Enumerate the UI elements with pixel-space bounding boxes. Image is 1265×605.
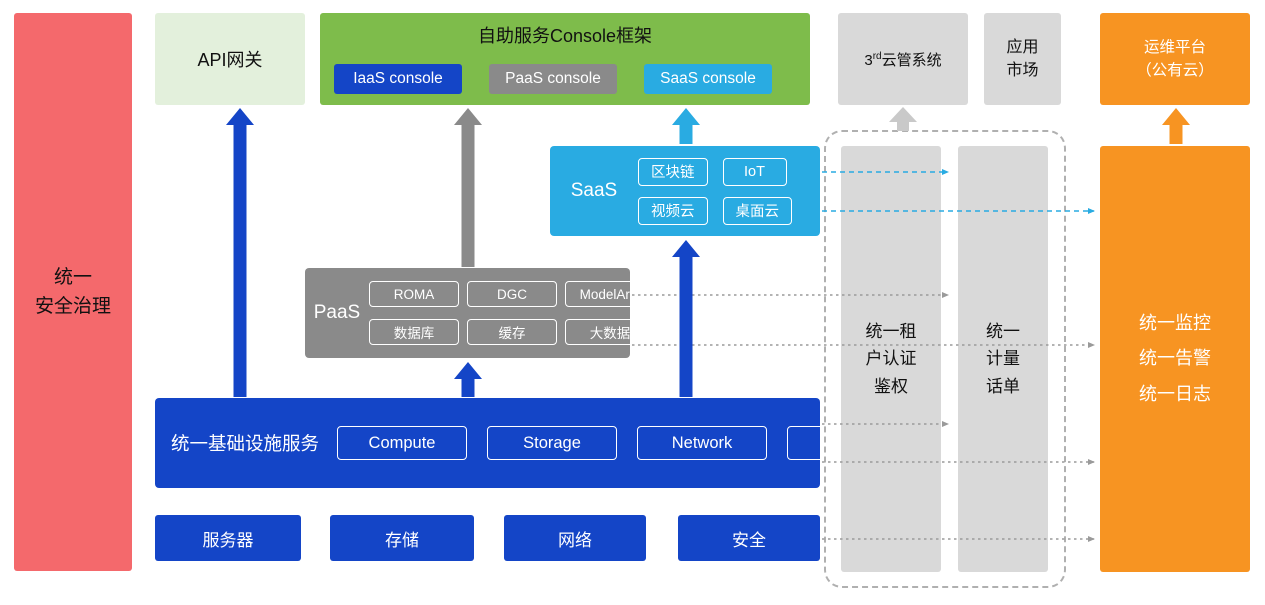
hw-box-server: 服务器 <box>155 515 301 561</box>
saas-label: SaaS <box>570 180 618 201</box>
paas-item-database: 数据库 <box>369 319 459 345</box>
hw-box-security: 安全 <box>678 515 820 561</box>
app-market-box: 应用 市场 <box>984 13 1061 105</box>
metering-billing-label: 统一 计量 话单 <box>986 322 1020 396</box>
arrow-paas-to-console <box>454 108 482 267</box>
iaas-console-chip: IaaS console <box>334 64 462 94</box>
arrow-infra-to-api-gateway <box>226 108 254 397</box>
arrow-monitor-to-ops <box>1162 108 1190 144</box>
security-governance-label: 统一 安全治理 <box>34 266 111 317</box>
infra-item-compute: Compute <box>337 426 468 460</box>
tenant-auth-label: 统一租 户认证 鉴权 <box>865 322 917 396</box>
paas-label: PaaS <box>313 302 361 323</box>
infrastructure-label: 统一基础设施服务 <box>171 433 320 454</box>
saas-item-iot: IoT <box>722 157 787 186</box>
hw-box-storage: 存储 <box>330 515 474 561</box>
paas-item-bigdata: 大数据 <box>565 319 655 345</box>
api-gateway-box: API网关 <box>155 13 305 105</box>
saas-item-desktop-cloud: 桌面云 <box>722 196 792 225</box>
monitoring-bar: 统一监控 统一告警 统一日志 <box>1100 146 1250 572</box>
shared-services-frame <box>824 130 1066 588</box>
paas-items: ROMA DGC ModelArts 数据库 缓存 大数据 <box>369 281 655 345</box>
arrow-frame-to-third-party <box>889 107 917 131</box>
paas-item-modelarts: ModelArts <box>565 281 655 307</box>
security-governance-bar: 统一 安全治理 <box>14 13 132 571</box>
console-framework-box: 自助服务Console框架 IaaS console PaaS console … <box>320 13 810 105</box>
third-party-cloud-box: 3rd云管系统 <box>838 13 968 105</box>
infra-item-storage: Storage <box>487 426 618 460</box>
app-market-label: 应用 市场 <box>1006 38 1039 79</box>
saas-items: 区块链 IoT 视频云 桌面云 <box>638 157 792 225</box>
saas-box: SaaS 区块链 IoT 视频云 桌面云 <box>550 146 820 236</box>
infra-item-network: Network <box>637 426 768 460</box>
infrastructure-box: 统一基础设施服务 Compute Storage Network CCE <box>155 398 918 488</box>
arrow-saas-to-console <box>672 108 700 144</box>
arrow-infra-to-paas <box>454 362 482 397</box>
saas-console-chip: SaaS console <box>644 64 772 94</box>
paas-box: PaaS ROMA DGC ModelArts 数据库 缓存 大数据 <box>305 268 655 358</box>
monitoring-label: 统一监控 统一告警 统一日志 <box>1139 313 1211 404</box>
paas-console-chip: PaaS console <box>489 64 617 94</box>
saas-item-blockchain: 区块链 <box>638 157 708 186</box>
paas-item-dgc: DGC <box>467 281 557 307</box>
tenant-auth-bar: 统一租 户认证 鉴权 <box>841 146 941 572</box>
saas-item-video-cloud: 视频云 <box>638 196 708 225</box>
console-chip-row: IaaS console PaaS console SaaS console <box>334 64 772 94</box>
arrow-infra-to-saas <box>672 240 700 397</box>
paas-item-cache: 缓存 <box>467 319 557 345</box>
hw-box-network: 网络 <box>504 515 646 561</box>
third-party-cloud-label: 3rd云管系统 <box>864 50 942 69</box>
api-gateway-label: API网关 <box>197 50 263 70</box>
paas-item-roma: ROMA <box>369 281 459 307</box>
console-framework-title: 自助服务Console框架 <box>477 26 653 46</box>
ops-platform-label: 运维平台 （公有云） <box>1136 38 1214 79</box>
ops-platform-box: 运维平台 （公有云） <box>1100 13 1250 105</box>
metering-billing-bar: 统一 计量 话单 <box>958 146 1048 572</box>
